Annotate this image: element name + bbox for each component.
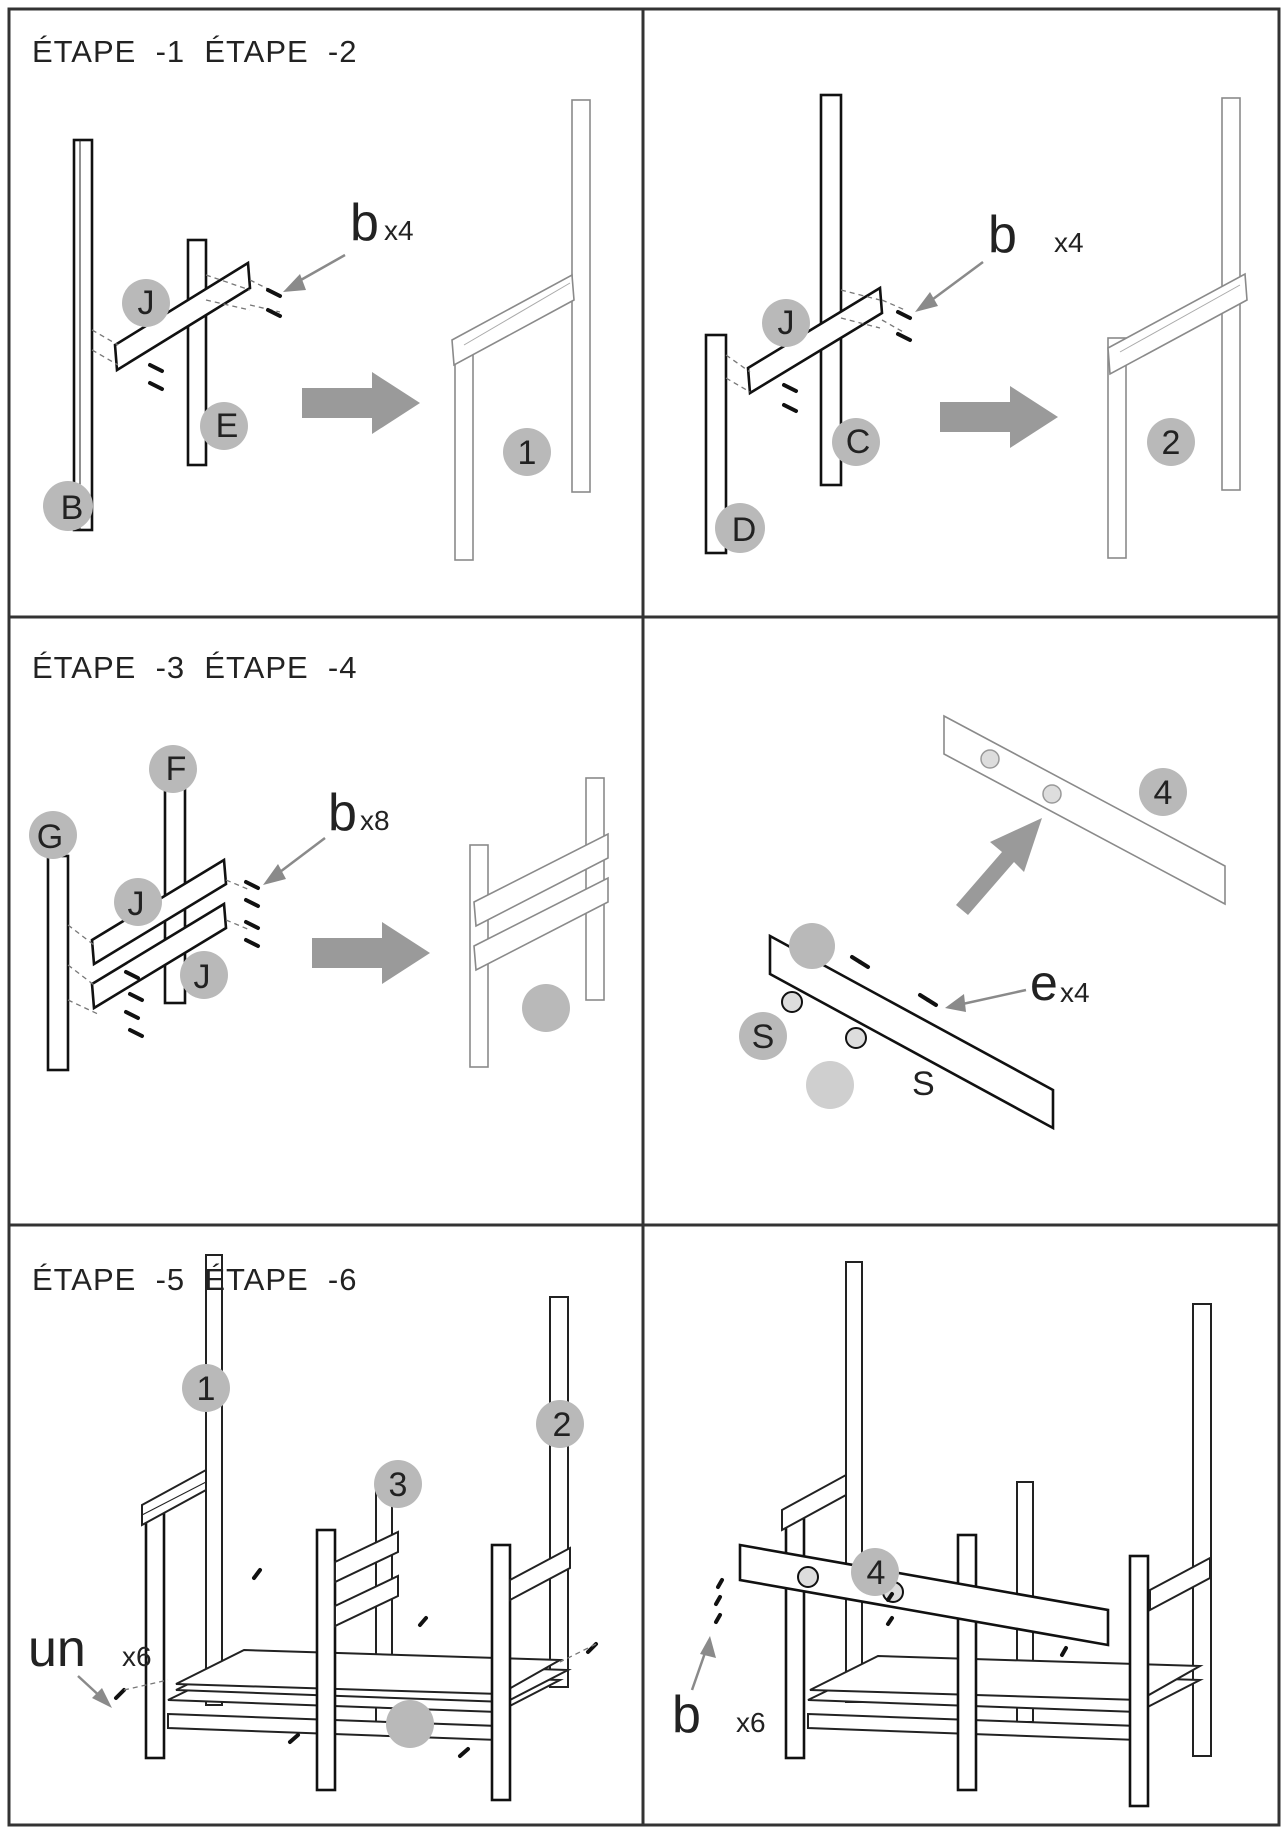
part-label-j-upper: J (128, 885, 145, 923)
hardware-qty-x4-2: x4 (1054, 227, 1084, 258)
post-1-back (205, 1254, 223, 1706)
hardware-b-letter-3: b (328, 784, 357, 842)
label-bubble-4 (1139, 768, 1187, 816)
part-label-j-lower: J (194, 958, 211, 996)
crossbar-j-2 (746, 285, 884, 396)
label-bubble-1-s5 (182, 1364, 230, 1412)
panel-grid (7, 7, 1281, 1827)
hardware-b-letter-6: b (672, 1686, 701, 1744)
part-label-s: S (752, 1018, 775, 1056)
label-bubble-2-s5 (536, 1400, 584, 1448)
panel-step-4: 4 S S e x4 (739, 714, 1226, 1131)
label-bubble-j (122, 279, 170, 327)
step-title-1-2: ÉTAPE -1 ÉTAPE -2 (32, 34, 358, 69)
post-front-mid (315, 1528, 337, 1792)
hardware-un-letter: un (28, 1620, 86, 1678)
hardware-qty-x6-b: x6 (736, 1707, 766, 1738)
assembly-number-1: 1 (518, 434, 537, 472)
label-bubble-s-faint (806, 1061, 854, 1109)
part-label-j-2: J (778, 304, 795, 342)
label-bubble-1 (503, 428, 551, 476)
label-bubble-g (29, 811, 77, 859)
assembly-number-1-s5: 1 (197, 1370, 216, 1408)
assembled-frame-2 (1107, 97, 1248, 559)
label-bubble-e (200, 402, 248, 450)
post-back-right-6 (1192, 1303, 1212, 1757)
part-label-e: E (216, 407, 239, 445)
part-label-s-2: S (912, 1065, 935, 1103)
label-bubble-4-s6 (851, 1548, 899, 1596)
post-d (704, 333, 728, 555)
part-label-d: D (732, 511, 757, 549)
post-2-back (549, 1296, 569, 1688)
hardware-qty-x4: x4 (384, 215, 414, 246)
post-front-right-6 (1128, 1554, 1150, 1808)
step-title-5-6: ÉTAPE -5 ÉTAPE -6 (32, 1262, 358, 1297)
label-bubble-f (149, 745, 197, 793)
panel-step-6: 4 b x6 (672, 1261, 1212, 1808)
hardware-qty-x6: x6 (122, 1641, 152, 1672)
post-front-left-6 (784, 1508, 806, 1760)
label-bubble-3-empty (522, 984, 570, 1032)
assembly-number-3-s5: 3 (389, 1466, 408, 1504)
step-arrow (302, 372, 420, 434)
crossbar-j (113, 260, 252, 373)
assembly-number-2: 2 (1162, 424, 1181, 462)
hardware-b-letter-2: b (988, 206, 1017, 264)
post-b (72, 138, 94, 532)
part-label-g: G (37, 818, 63, 856)
label-bubble-b (43, 481, 93, 531)
crossbar-j-lower (90, 901, 228, 1011)
label-bubble-j-2 (762, 299, 810, 347)
hardware-b-letter: b (350, 194, 379, 252)
assembly-number-4: 4 (1154, 774, 1173, 812)
part-label-f: F (166, 750, 187, 788)
hardware-qty-x8: x8 (360, 805, 390, 836)
label-bubble-s (739, 1012, 787, 1060)
label-bubble-c (832, 418, 880, 466)
step-title-3-4: ÉTAPE -3 ÉTAPE -4 (32, 650, 358, 685)
post-back-left-6 (845, 1261, 863, 1703)
label-bubble-3-s5 (374, 1460, 422, 1508)
label-bubble-d (715, 503, 765, 553)
part-label-b: B (61, 489, 84, 527)
assembled-frame-3 (469, 777, 609, 1068)
board-with-knobs (768, 933, 1055, 1131)
part-label-c: C (846, 423, 871, 461)
post-front-right (490, 1543, 512, 1802)
post-front-mid-6 (956, 1533, 978, 1792)
step-arrow-3 (312, 922, 430, 984)
assembled-board-4 (943, 714, 1226, 906)
label-bubble-2 (1147, 418, 1195, 466)
label-bubble-j-lower (180, 951, 228, 999)
panel-step-1: J E B b x4 1 (43, 99, 591, 561)
assembly-number-4-s6: 4 (867, 1554, 886, 1592)
assembled-frame-1 (451, 99, 591, 561)
post-front-left (144, 1503, 166, 1760)
panel-step-2: J C D b x4 2 (704, 93, 1248, 559)
assembly-number-2-s5: 2 (553, 1406, 572, 1444)
label-bubble-empty-s5 (386, 1700, 434, 1748)
step-arrow-2 (940, 386, 1058, 448)
hardware-qty-x4-e: x4 (1060, 977, 1090, 1008)
label-bubble-empty (789, 923, 835, 969)
panel-step-3: F G J J b x8 (29, 745, 609, 1072)
label-bubble-j-upper (114, 878, 162, 926)
panel-step-5: 1 2 3 un x6 (28, 1254, 598, 1802)
step-arrow-4 (956, 818, 1042, 915)
front-board-4 (738, 1543, 1110, 1647)
part-label-j: J (138, 284, 155, 322)
hardware-e-letter: e (1030, 955, 1058, 1011)
post-g (46, 854, 70, 1072)
